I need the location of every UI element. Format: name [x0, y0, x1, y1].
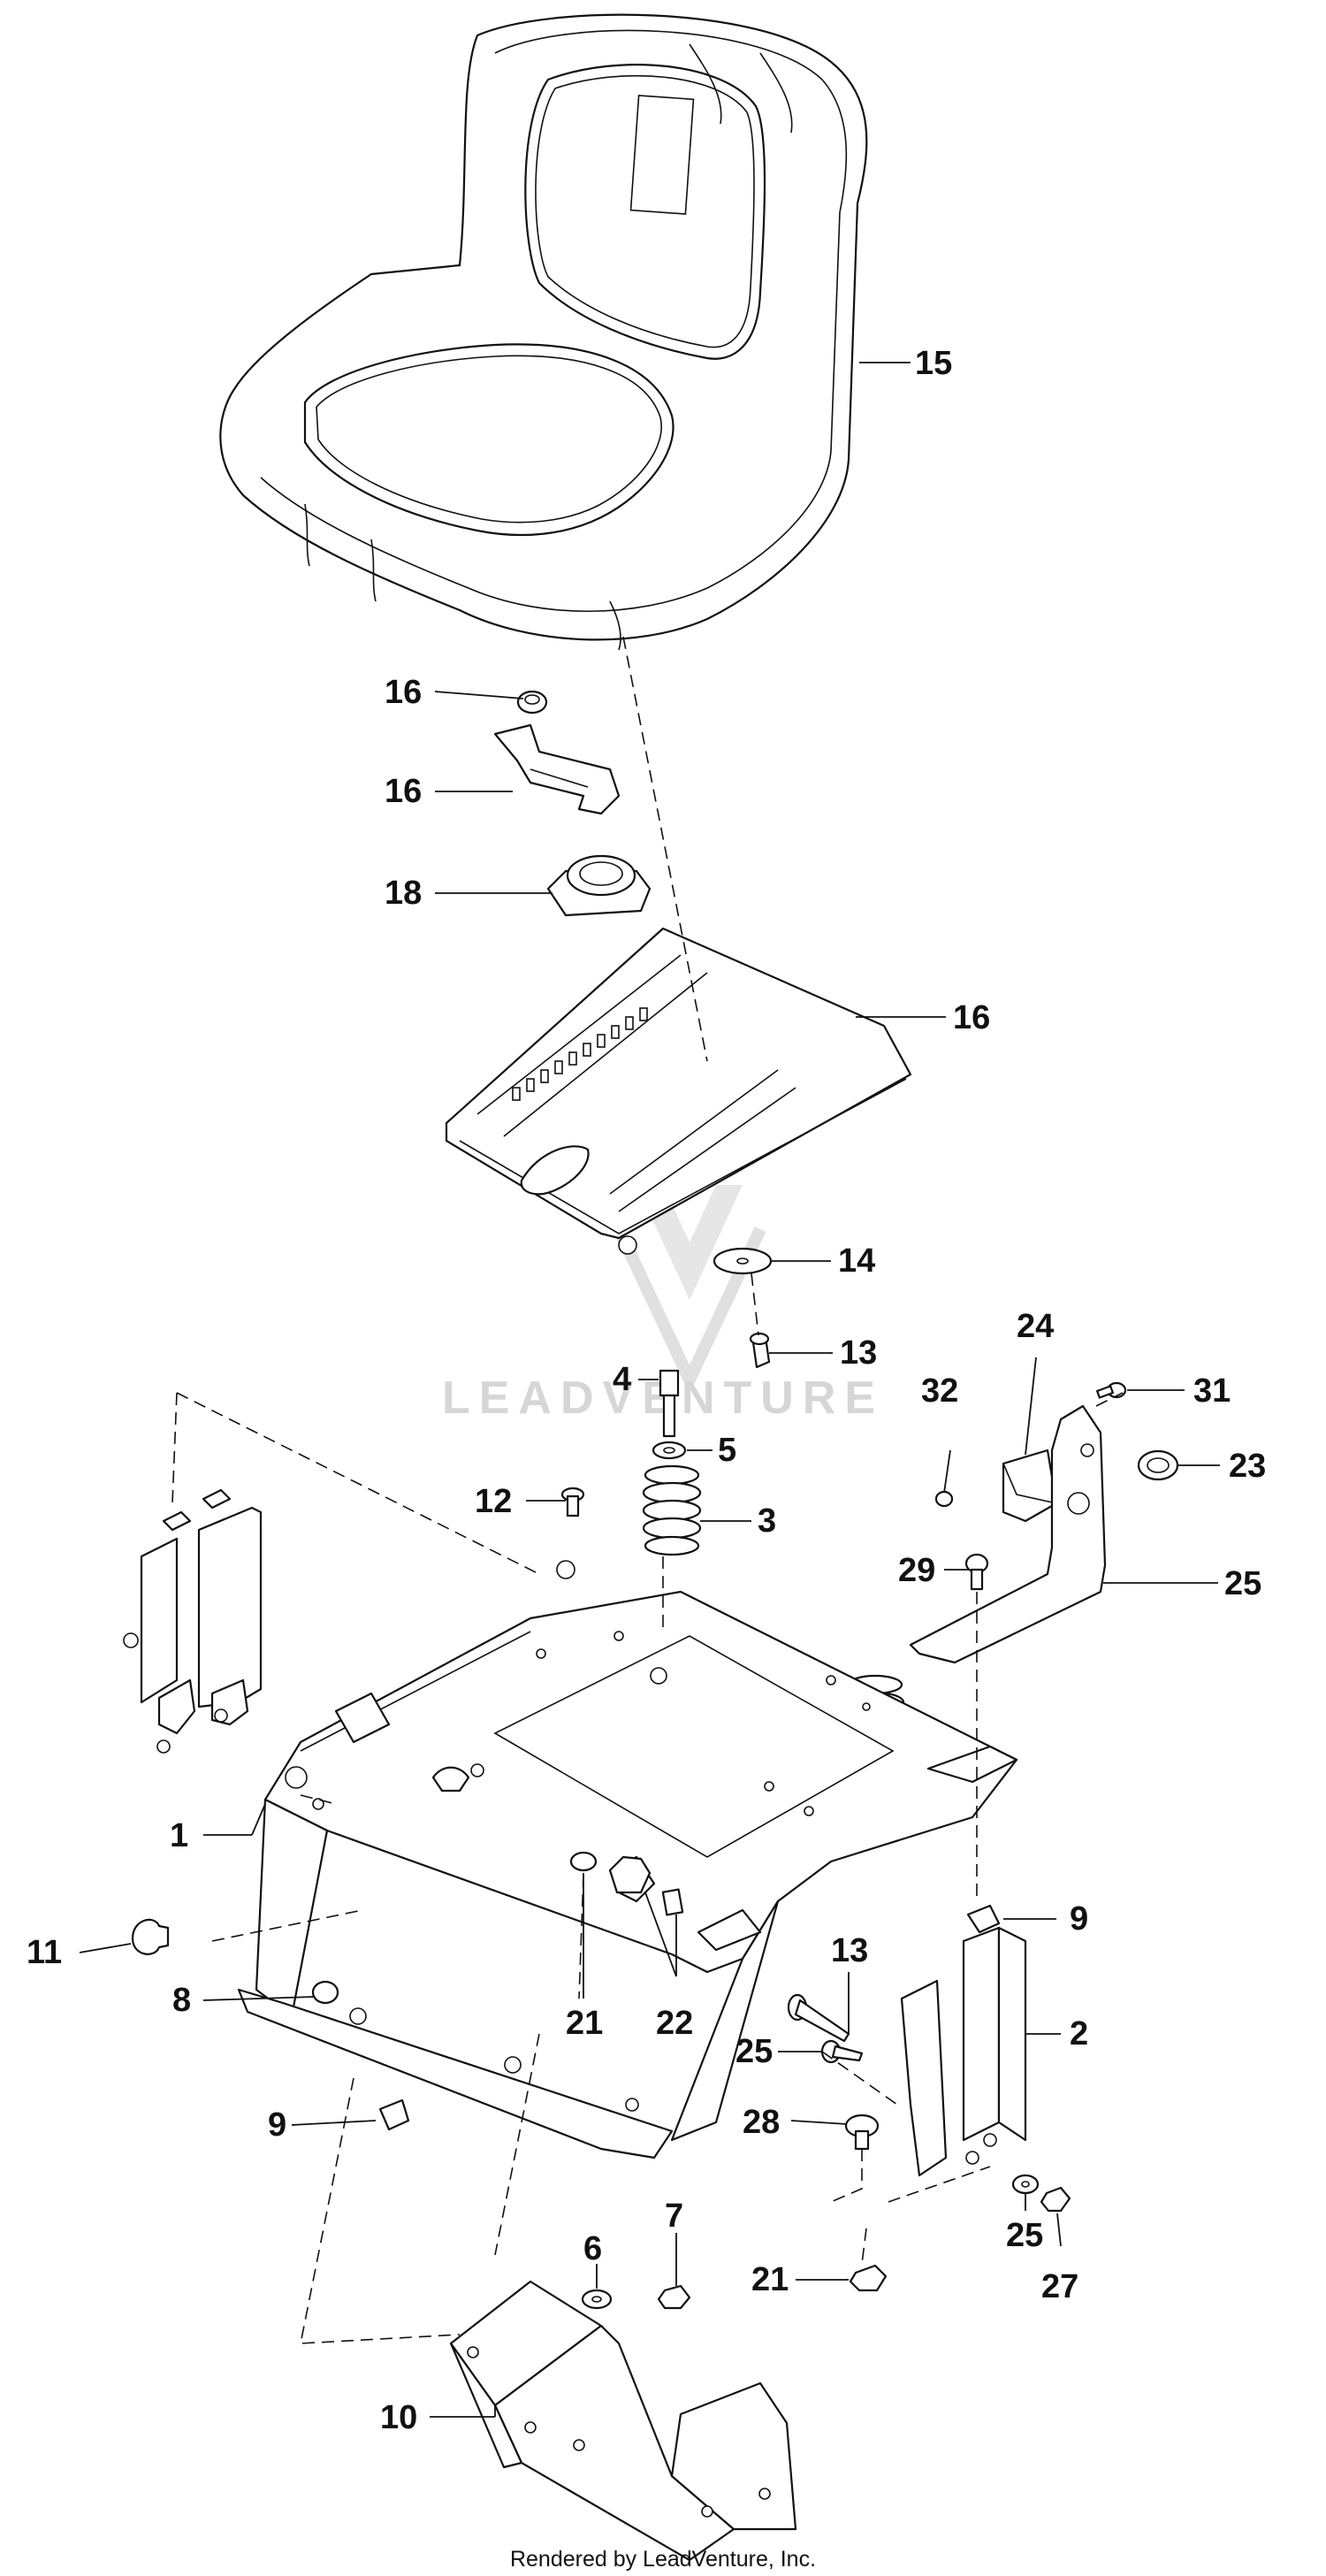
callout-13[interactable]: 13: [831, 1932, 868, 1969]
callout-25[interactable]: 25: [1224, 1565, 1261, 1602]
part-17-seat-pan[interactable]: [445, 927, 912, 1255]
callout-28[interactable]: 27: [1041, 2268, 1078, 2305]
callout-14[interactable]: 13: [840, 1334, 877, 1372]
callout-21-upper[interactable]: 21: [566, 2005, 603, 2042]
part-20-switch[interactable]: [546, 854, 652, 917]
part-22-bracket[interactable]: [608, 1855, 684, 1916]
part-30-bolt[interactable]: [964, 1553, 989, 1591]
part-21-nut-lower[interactable]: [849, 2264, 888, 2292]
callout-18[interactable]: 16: [385, 773, 422, 810]
callout-24[interactable]: 24: [1017, 1308, 1054, 1345]
part-10-mount[interactable]: [449, 2280, 797, 2562]
part-14-pin[interactable]: [749, 1332, 771, 1369]
callout-22[interactable]: 22: [656, 2005, 693, 2042]
footer-credit: Rendered by LeadVenture, Inc.: [510, 2547, 816, 2572]
part-24-bracket[interactable]: [1002, 1449, 1058, 1523]
part-18-bracket[interactable]: [493, 723, 621, 815]
callout-7[interactable]: 7: [665, 2198, 683, 2235]
left-bracket-assembly[interactable]: [123, 1488, 263, 1754]
part-29-plug[interactable]: [844, 2114, 880, 2151]
part-31-bolt[interactable]: [1096, 1381, 1127, 1399]
callout-1[interactable]: 1: [170, 1817, 188, 1854]
callout-9-lower[interactable]: 9: [268, 2106, 286, 2144]
part-13-bolt[interactable]: [787, 1993, 850, 2043]
callout-6[interactable]: 6: [583, 2230, 602, 2267]
callout-5[interactable]: 5: [718, 1432, 736, 1469]
callout-17[interactable]: 16: [953, 999, 990, 1036]
callout-20[interactable]: 18: [385, 875, 422, 912]
part-7-nut[interactable]: [657, 2284, 691, 2310]
part-19-nut[interactable]: [516, 690, 548, 715]
callout-27[interactable]: 25: [1006, 2217, 1043, 2254]
callout-26[interactable]: 25: [735, 2033, 773, 2070]
callout-12[interactable]: 12: [475, 1483, 512, 1520]
part-12-bolt[interactable]: [560, 1487, 585, 1517]
seat-platform[interactable]: [237, 1560, 1018, 2159]
part-8-plug[interactable]: [311, 1980, 339, 2005]
part-9-clip-upper[interactable]: [966, 1904, 1001, 1934]
callout-11[interactable]: 11: [27, 1934, 62, 1971]
part-25-bracket[interactable]: [909, 1404, 1107, 1664]
callout-15[interactable]: 14: [838, 1242, 875, 1280]
part-21-nut-upper[interactable]: [569, 1851, 598, 1872]
part-6-washer[interactable]: [581, 2289, 613, 2310]
leader-lines: [79, 362, 1220, 2418]
callouts: 15 16 16 18 16 14 13 4 5 3 12 1 11 8 9 2…: [27, 345, 1266, 2436]
part-27-washer[interactable]: [1011, 2174, 1040, 2195]
callout-10[interactable]: 10: [380, 2399, 417, 2436]
part-28-nut[interactable]: [1040, 2186, 1071, 2213]
part-26-bolt[interactable]: [820, 2039, 864, 2064]
callout-2[interactable]: 2: [1070, 2015, 1088, 2052]
watermark-text: LEADVENTURE: [442, 1372, 884, 1424]
part-23-grommet[interactable]: [1137, 1449, 1179, 1481]
part-32-nut[interactable]: [934, 1490, 954, 1508]
slot-row: [512, 1007, 648, 1101]
callout-23[interactable]: 23: [1229, 1448, 1266, 1485]
part-4-bolt[interactable]: [659, 1369, 680, 1438]
part-2-bracket[interactable]: [900, 1926, 1027, 2177]
callout-16[interactable]: 15: [915, 345, 952, 382]
part-3-spring[interactable]: [642, 1464, 702, 1556]
part-5-washer[interactable]: [652, 1441, 687, 1460]
part-15-washer[interactable]: [713, 1247, 773, 1275]
callout-3[interactable]: 3: [758, 1502, 776, 1540]
callout-4[interactable]: 4: [613, 1361, 631, 1398]
callout-29[interactable]: 28: [743, 2104, 780, 2141]
callout-31[interactable]: 31: [1193, 1372, 1231, 1410]
part-9-clip-lower[interactable]: [378, 2098, 410, 2131]
callout-8[interactable]: 8: [172, 1982, 191, 2019]
callout-19[interactable]: 16: [385, 674, 422, 711]
seat[interactable]: [219, 13, 868, 651]
callout-30[interactable]: 29: [898, 1552, 935, 1589]
callout-21-lower[interactable]: 21: [751, 2261, 789, 2298]
callout-32[interactable]: 32: [921, 1372, 958, 1410]
part-11-push-pin[interactable]: [131, 1918, 170, 1955]
callout-9-upper[interactable]: 9: [1070, 1900, 1088, 1938]
